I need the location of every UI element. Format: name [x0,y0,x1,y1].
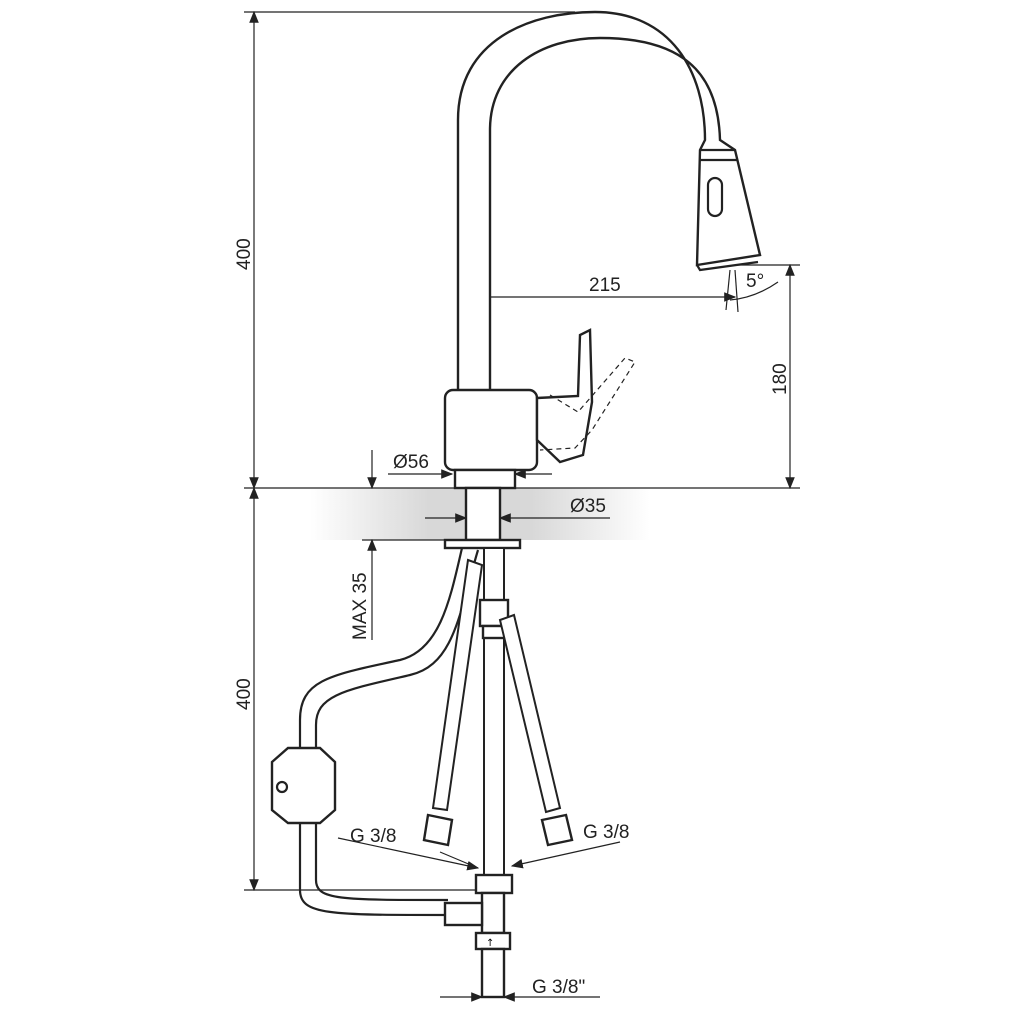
faucet-base [453,468,517,490]
hot-water-hose [498,613,562,814]
mounting-shank [464,486,502,542]
label-height-top: 400 [234,238,255,270]
label-height-bottom: 400 [234,678,255,710]
dimension-height-bottom [244,486,480,892]
label-connection-bottom: G 3/8" [532,977,585,998]
t-fitting [474,873,514,895]
label-base-diameter: Ø56 [393,452,429,473]
cold-connector-nut [422,813,454,847]
label-spray-angle: 5° [746,271,764,292]
label-connection-left: G 3/8 [350,826,396,847]
side-outlet [443,901,484,927]
counterweight-screw [275,780,289,794]
mounting-plate [443,538,522,550]
label-shank-diameter: Ø35 [570,496,606,517]
dimension-height-top [244,10,575,490]
flow-arrow-icon: ↑ [486,938,494,949]
spout [456,10,762,394]
hot-connector-nut [540,813,574,847]
inlet-pipe [480,947,506,999]
cold-water-hose [431,558,484,812]
pullout-hose [298,547,464,917]
label-max-thickness: MAX 35 [350,572,371,640]
dimension-counter-thickness [362,450,450,640]
hose-counterweight [270,746,337,825]
center-hose [483,547,505,879]
label-reach: 215 [589,275,621,296]
label-outlet-height: 180 [770,363,791,395]
faucet-body [443,388,539,472]
label-connection-right: G 3/8 [583,822,629,843]
lever-handle [535,328,594,464]
lever-open-position [539,357,636,451]
spray-button [706,176,724,218]
dimension-reach [478,269,779,330]
spray-head [696,148,759,272]
dimension-outlet-height [735,263,800,490]
